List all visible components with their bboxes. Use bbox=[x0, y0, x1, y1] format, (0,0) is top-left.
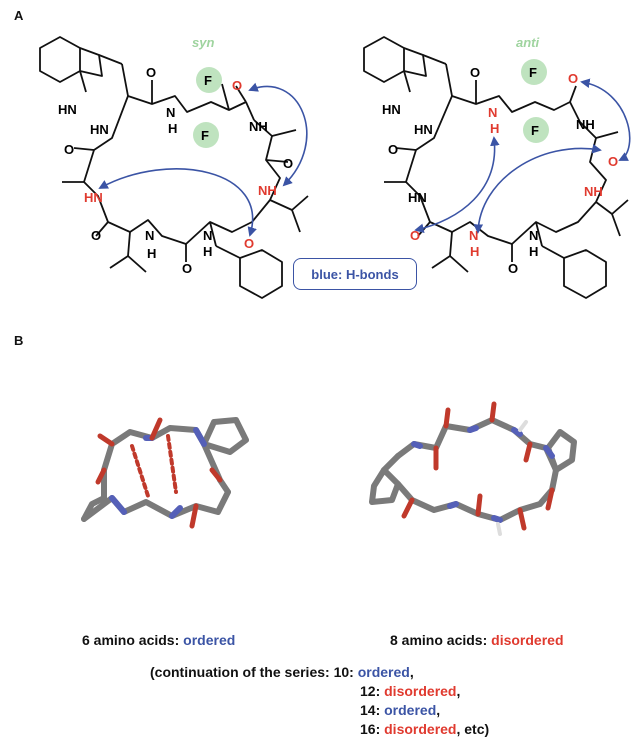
fluorine-label-2: F bbox=[201, 128, 209, 143]
indole-benzene-ring-right bbox=[363, 36, 405, 83]
series-tail-12: , bbox=[456, 683, 461, 699]
carbonyl-o-left-3: O bbox=[283, 156, 293, 171]
series-row-1: (continuation of the series: 10: ordered… bbox=[150, 663, 489, 682]
fluorine-label-3: F bbox=[529, 65, 537, 80]
series-tail-10: , bbox=[409, 664, 414, 680]
amide-n-left-2: N bbox=[203, 228, 212, 243]
amide-h-left-top: H bbox=[168, 121, 177, 136]
amide-hn-left-red: HN bbox=[84, 190, 103, 205]
carbonyl-o-right-red: O bbox=[568, 71, 578, 86]
amide-h-right-red-2: H bbox=[470, 244, 479, 259]
amide-h-right-2: H bbox=[529, 244, 538, 259]
caption-8mer: 8 amino acids: disordered bbox=[390, 632, 564, 648]
series-n-16: 16: bbox=[360, 721, 385, 737]
amide-nh-right-1: NH bbox=[576, 117, 595, 132]
amide-h-left: H bbox=[147, 246, 156, 261]
panel-label-b: B bbox=[14, 333, 24, 348]
amide-n-right-2: N bbox=[529, 228, 538, 243]
amide-n-right-red-2: N bbox=[469, 228, 478, 243]
fluorine-highlight-1 bbox=[196, 67, 222, 93]
indole-nh-label-left: HN bbox=[58, 102, 77, 117]
carbonyl-o-left-2: O bbox=[232, 78, 242, 93]
series-intro: (continuation of the series: bbox=[150, 664, 334, 680]
amide-hn-left: HN bbox=[90, 122, 109, 137]
fluorine-label-4: F bbox=[531, 123, 539, 138]
carbonyl-o-right-1: O bbox=[470, 65, 480, 80]
fluorine-highlight-3 bbox=[521, 59, 547, 85]
carbonyl-o-left-red: O bbox=[244, 236, 254, 251]
syn-macrocycle bbox=[39, 36, 309, 299]
indole-nh-label-right: HN bbox=[382, 102, 401, 117]
series-row-4: 16: disordered, etc) bbox=[150, 720, 489, 739]
panel-label-a: A bbox=[14, 8, 24, 23]
fluorine-label-1: F bbox=[204, 73, 212, 88]
amide-h-right-red: H bbox=[490, 121, 499, 136]
series-row-3: 14: ordered, bbox=[150, 701, 489, 720]
syn-label: syn bbox=[192, 35, 214, 50]
carbonyl-o-right-red-3: O bbox=[410, 228, 420, 243]
carbonyl-o-left-1: O bbox=[146, 65, 156, 80]
caption-6mer-status: ordered bbox=[183, 632, 236, 648]
caption-8mer-prefix: 8 amino acids: bbox=[390, 632, 492, 648]
amide-nh-left-red: NH bbox=[258, 183, 277, 198]
amide-hn-right-2: HN bbox=[414, 122, 433, 137]
stick-model-8mer bbox=[369, 401, 577, 536]
benzyl-ring-left bbox=[239, 249, 283, 299]
series-note: (continuation of the series: 10: ordered… bbox=[150, 663, 489, 739]
series-tail-14: , bbox=[436, 702, 441, 718]
carbonyl-o-left-6: O bbox=[64, 142, 74, 157]
amide-nh-left-1: NH bbox=[249, 119, 268, 134]
fluorine-highlight-2 bbox=[193, 122, 219, 148]
caption-6mer-prefix: 6 amino acids: bbox=[82, 632, 184, 648]
indole-pyrrole-left bbox=[79, 70, 87, 93]
series-status-16: disordered bbox=[384, 721, 457, 737]
anti-label: anti bbox=[516, 35, 540, 50]
carbonyl-o-left-5: O bbox=[91, 228, 101, 243]
series-n-14: 14: bbox=[360, 702, 385, 718]
amide-nh-right-red: NH bbox=[584, 184, 603, 199]
caption-8mer-status: disordered bbox=[491, 632, 564, 648]
series-row-2: 12: disordered, bbox=[150, 682, 489, 701]
hbond-arrows-left bbox=[98, 82, 308, 237]
carbonyl-o-right-3: O bbox=[388, 142, 398, 157]
carbonyl-o-right-red-2: O bbox=[608, 154, 618, 169]
caption-6mer: 6 amino acids: ordered bbox=[82, 632, 235, 648]
carbonyl-o-left-4: O bbox=[182, 261, 192, 276]
series-status-12: disordered bbox=[384, 683, 457, 699]
carbonyl-o-right-2: O bbox=[508, 261, 518, 276]
series-status-10: ordered bbox=[357, 664, 410, 680]
hbond-arrows-right bbox=[414, 78, 631, 234]
stick-model-6mer bbox=[81, 417, 249, 529]
amide-n-right-red: N bbox=[488, 105, 497, 120]
series-n-12: 12: bbox=[360, 683, 385, 699]
amide-n-left: N bbox=[145, 228, 154, 243]
series-status-14: ordered bbox=[384, 702, 437, 718]
hbond-legend: blue: H-bonds bbox=[293, 258, 417, 290]
amide-n-left-top: N bbox=[166, 105, 175, 120]
indole-benzene-ring-left bbox=[39, 36, 81, 83]
series-tail-16: , etc) bbox=[456, 721, 490, 737]
amide-hn-right-1: HN bbox=[408, 190, 427, 205]
fluorine-highlight-4 bbox=[523, 117, 549, 143]
benzyl-ring-right bbox=[563, 249, 607, 299]
amide-h-left-2: H bbox=[203, 244, 212, 259]
series-n-10: 10: bbox=[333, 664, 358, 680]
